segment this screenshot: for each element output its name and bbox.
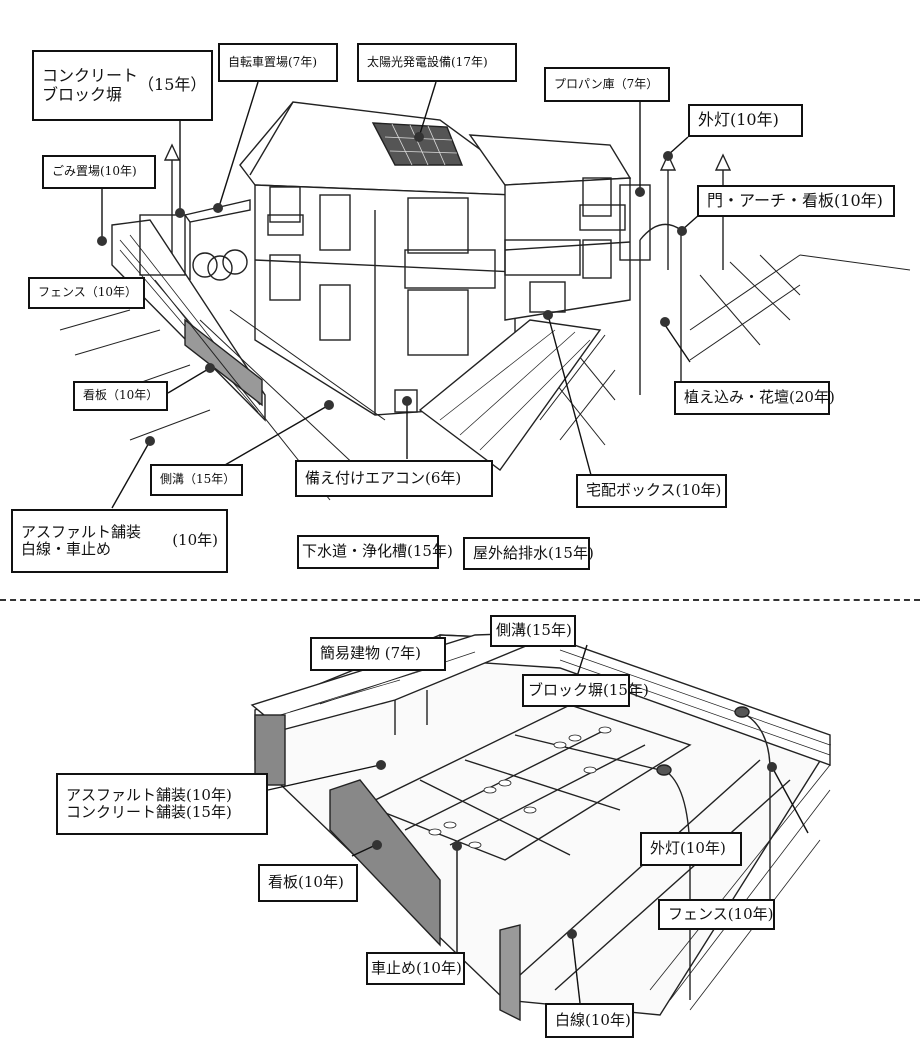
label-text: 簡易建物 (7年) [320, 644, 422, 663]
label-outdoor-plumbing: 屋外給排水(15年) [463, 537, 594, 570]
label-text: 看板(10年) [268, 873, 344, 892]
label-builtin-aircon: 備え付けエアコン(6年) [295, 460, 493, 497]
label-text: 門・アーチ・看板(10年) [707, 190, 883, 210]
label-text: 屋外給排水(15年) [473, 543, 594, 562]
label-text: 白線(10年) [555, 1010, 631, 1029]
label-side-ditch: 側溝（15年） [150, 464, 243, 496]
label-side-ditch-lot: 側溝(15年) [490, 615, 576, 647]
label-outdoor-light: 外灯(10年) [688, 104, 803, 137]
label-text: 植え込み・花壇(20年) [684, 388, 835, 407]
label-years: （15年） [138, 75, 207, 95]
callout-dots [97, 132, 777, 939]
label-propane-shed: プロパン庫（7年） [544, 67, 670, 102]
label-sewer-septic: 下水道・浄化槽(15年) [297, 535, 453, 569]
label-block-wall-lot: ブロック塀(15年) [522, 674, 649, 707]
label-white-lines: 白線(10年) [545, 1003, 634, 1038]
label-text: 外灯(10年) [650, 839, 726, 858]
label-text: フェンス（10年） [38, 285, 138, 300]
label-delivery-box: 宅配ボックス(10年) [576, 474, 727, 508]
label-text: 外灯(10年) [698, 110, 779, 130]
label-line2: コンクリート舗装(15年) [66, 803, 232, 821]
label-text: 側溝（15年） [160, 472, 236, 487]
label-line1: アスファルト舗装(10年) [66, 785, 232, 804]
label-bicycle-parking: 自転車置場(7年) [218, 43, 338, 82]
label-line1: コンクリート [42, 66, 139, 86]
label-text: 太陽光発電設備(17年) [367, 54, 488, 69]
label-planting-flowerbed: 植え込み・花壇(20年) [674, 381, 835, 415]
label-signboard: 看板（10年） [73, 381, 168, 411]
label-text: プロパン庫（7年） [554, 76, 659, 91]
label-text: フェンス(10年) [668, 904, 774, 923]
label-line2: ブロック塀 [42, 84, 123, 104]
label-text: 看板（10年） [83, 388, 159, 403]
label-outdoor-light-lot: 外灯(10年) [640, 832, 742, 866]
label-text: 車止め(10年) [371, 958, 462, 977]
label-solar-power: 太陽光発電設備(17年) [357, 43, 517, 82]
section-divider [0, 599, 920, 601]
label-paving-lot: アスファルト舗装(10年) コンクリート舗装(15年) [56, 773, 268, 835]
label-garbage-area: ごみ置場(10年) [42, 155, 156, 189]
label-concrete-block-wall: コンクリート ブロック塀 （15年） [32, 50, 213, 121]
label-wheel-stopper: 車止め(10年) [366, 952, 465, 985]
label-text: 側溝(15年) [496, 621, 572, 640]
label-line1: アスファルト舗装 [21, 522, 142, 541]
label-years: (10年) [172, 531, 218, 550]
leader-lines [101, 81, 809, 1004]
apartment-building-drawing [59, 101, 911, 501]
label-text: 備え付けエアコン(6年) [305, 468, 462, 487]
label-asphalt-paving: アスファルト舗装 白線・車止め (10年) [11, 509, 228, 573]
label-text: 宅配ボックス(10年) [586, 481, 722, 500]
label-text: 自転車置場(7年) [228, 54, 317, 69]
label-text: ブロック塀(15年) [528, 680, 649, 699]
label-text: ごみ置場(10年) [52, 164, 137, 179]
label-text: 下水道・浄化槽(15年) [302, 542, 453, 561]
label-simple-structure: 簡易建物 (7年) [310, 637, 446, 671]
label-line2: 白線・車止め [21, 540, 112, 558]
label-fence-lot: フェンス(10年) [658, 899, 775, 930]
label-signboard-lot: 看板(10年) [258, 864, 358, 902]
label-gate-arch-sign: 門・アーチ・看板(10年) [697, 185, 895, 217]
label-fence: フェンス（10年） [28, 277, 145, 309]
